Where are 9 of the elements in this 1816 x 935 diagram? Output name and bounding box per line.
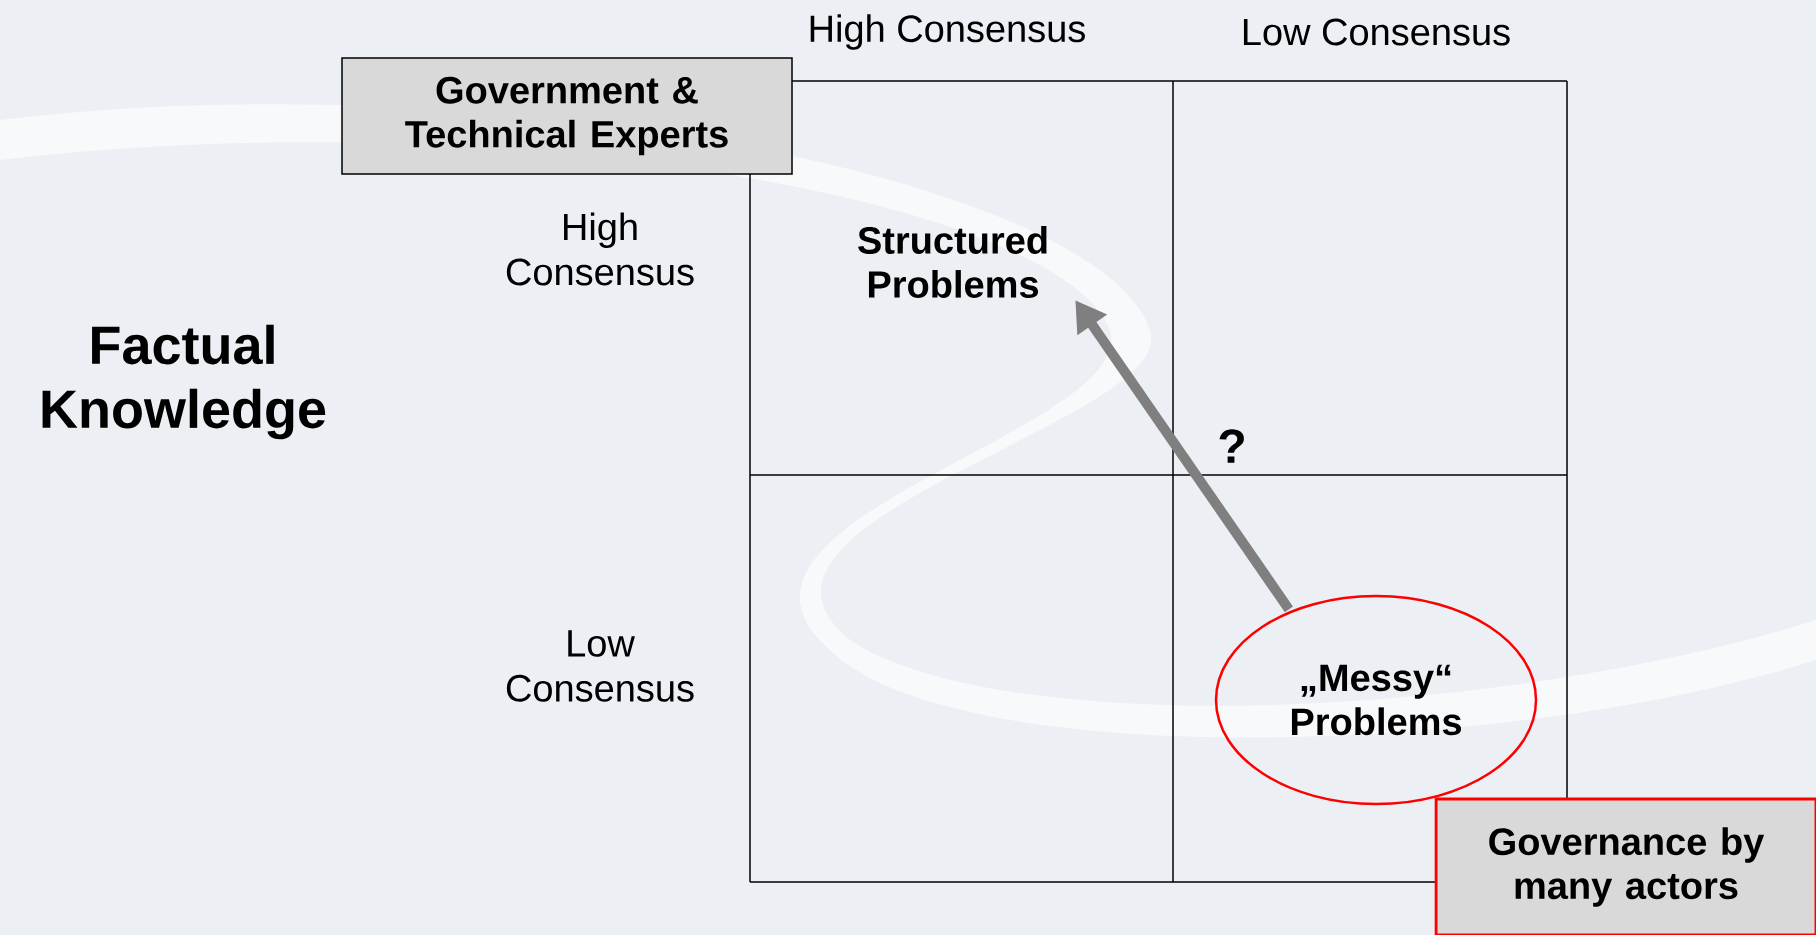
label-box: Governance by many actors (1434, 797, 1816, 935)
row-heading: High Consensus (506, 212, 694, 286)
column-heading: Low Consensus (1243, 18, 1510, 46)
question-mark: ? (1219, 429, 1244, 463)
column-heading: High Consensus (810, 14, 1085, 50)
label-box: Government & Technical Experts (341, 57, 793, 175)
axis-title: Factual Knowledge (42, 324, 326, 440)
row-heading: Low Consensus (506, 630, 694, 702)
quadrant-label: Structured Problems (858, 226, 1047, 298)
